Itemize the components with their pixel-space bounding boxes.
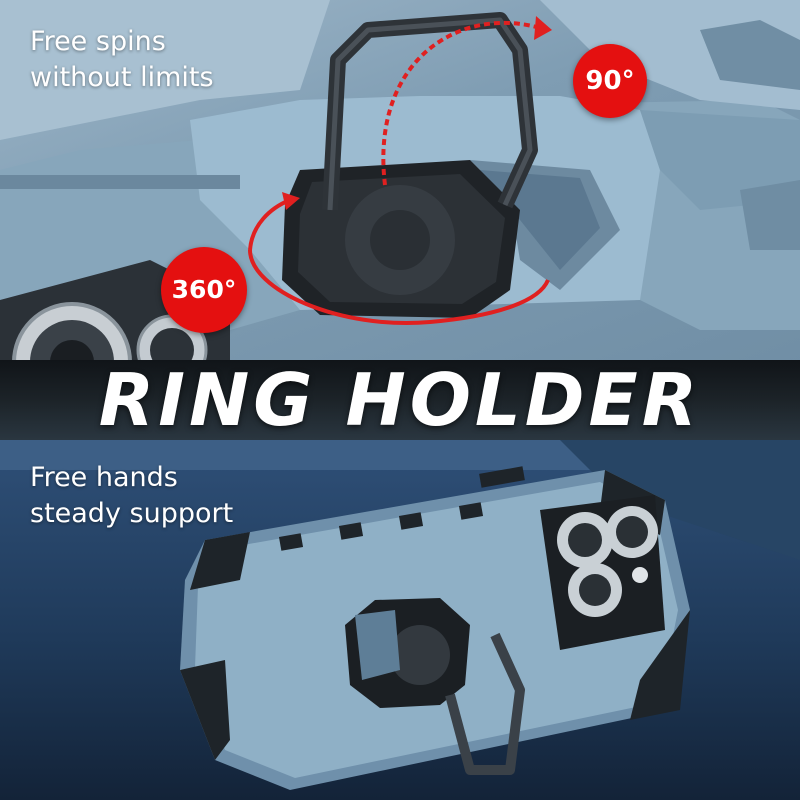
caption-top-line2: without limits	[30, 62, 214, 93]
caption-top-line1: Free spins	[30, 26, 166, 57]
phone-photo	[0, 440, 800, 800]
rotation-360-badge: 360°	[161, 247, 247, 333]
banner-title: RING HOLDER	[98, 358, 702, 442]
rotation-90-badge: 90°	[573, 44, 647, 118]
title-banner	[0, 360, 800, 440]
caption-bottom: Free hands steady support	[30, 460, 233, 532]
curved-arrow-icon	[282, 192, 300, 210]
caption-bottom-line2: steady support	[30, 498, 234, 529]
phone-illustration	[0, 440, 800, 790]
curved-arrow-icon	[534, 16, 552, 40]
caption-top: Free spins without limits	[30, 24, 214, 96]
caption-bottom-line1: Free hands	[30, 462, 178, 493]
